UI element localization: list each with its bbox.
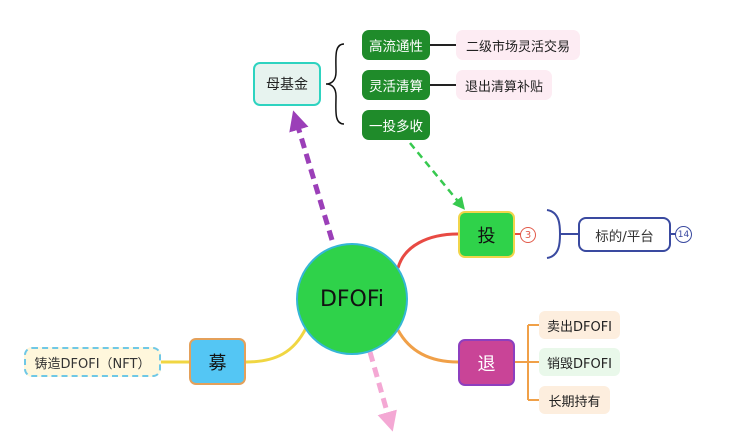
connector-center-exit	[396, 329, 459, 364]
center-node[interactable]: DFOFi	[296, 243, 408, 355]
mother-fund-node[interactable]: 母基金	[253, 62, 321, 106]
brace-mother-fund	[325, 43, 345, 125]
exit-burn-node[interactable]: 销毁DFOFI	[539, 348, 620, 376]
exit-node[interactable]: 退	[458, 339, 515, 386]
connector-center-invest	[396, 232, 459, 269]
feature-one-invest-node[interactable]: 一投多收	[362, 110, 430, 140]
arrow-center-downward	[367, 351, 397, 432]
exit-hold-node[interactable]: 长期持有	[539, 386, 610, 414]
raise-node[interactable]: 募	[189, 338, 246, 385]
clearing-detail-node[interactable]: 退出清算补贴	[456, 70, 552, 100]
feature-clearing-node[interactable]: 灵活清算	[362, 70, 430, 100]
connector-exit-children	[515, 324, 539, 401]
arrow-center-to-mother-fund	[289, 110, 335, 241]
target-platform-node[interactable]: 标的/平台	[578, 217, 671, 252]
feature-liquidity-node[interactable]: 高流通性	[362, 30, 430, 60]
invest-node[interactable]: 投	[458, 211, 515, 258]
mint-nft-node[interactable]: 铸造DFOFI（NFT）	[24, 347, 161, 377]
exit-sell-node[interactable]: 卖出DFOFI	[539, 311, 620, 339]
arrow-one-invest-to-invest	[409, 142, 465, 210]
connector-center-raise	[245, 327, 308, 364]
bracket-invest-target	[546, 209, 562, 259]
target-count-badge[interactable]: 14	[675, 226, 692, 243]
invest-count-badge[interactable]: 3	[520, 227, 536, 243]
liquidity-detail-node[interactable]: 二级市场灵活交易	[456, 30, 580, 60]
